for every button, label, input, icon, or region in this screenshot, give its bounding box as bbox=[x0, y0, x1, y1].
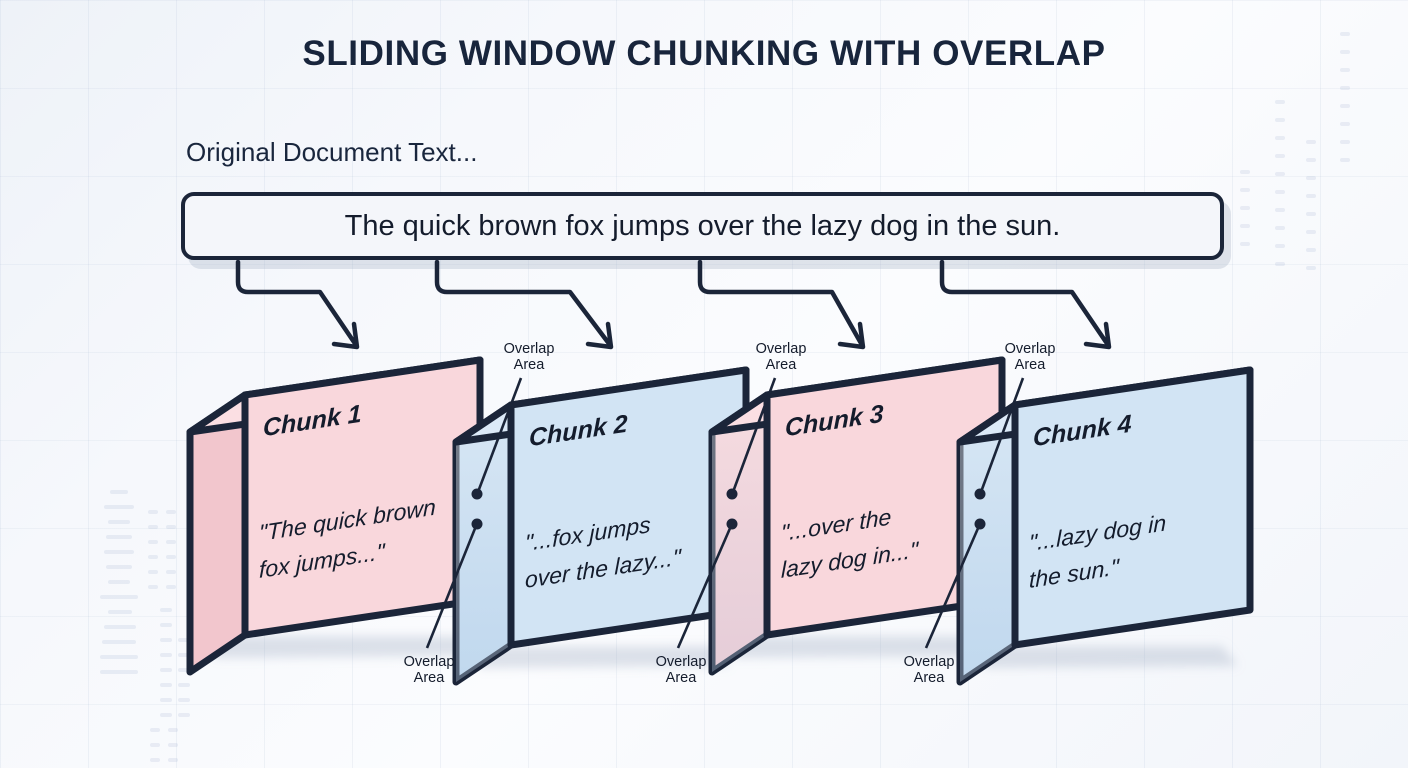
overlap-label-bottom-1: Overlap Area bbox=[403, 654, 455, 686]
chunk-1[interactable]: Chunk 1 "The quick brown fox jumps..." bbox=[186, 356, 484, 676]
overlap-leader-bottom-2 bbox=[676, 525, 733, 649]
overlap-dot-top-1 bbox=[471, 488, 483, 500]
arrowhead-3 bbox=[837, 321, 866, 350]
overlap-label-top-3: Overlap Area bbox=[1004, 341, 1056, 373]
overlap-label-top-1: Overlap Area bbox=[503, 341, 555, 373]
connector-arrow-1 bbox=[235, 259, 359, 348]
overlap-dot-top-3 bbox=[974, 488, 986, 500]
overlap-label-bottom-2: Overlap Area bbox=[655, 654, 707, 686]
chunk-1-front-face bbox=[241, 356, 484, 639]
overlap-leader-bottom-1 bbox=[425, 525, 478, 649]
overlap-dot-bottom-2 bbox=[726, 518, 738, 530]
overlap-label-top-2: Overlap Area bbox=[755, 341, 807, 373]
arrowhead-4 bbox=[1083, 321, 1112, 350]
shadow-4 bbox=[970, 646, 1238, 668]
chunk-1-side-face bbox=[186, 391, 249, 676]
connector-arrows bbox=[235, 259, 1111, 348]
overlap-dot-bottom-3 bbox=[974, 518, 986, 530]
arrowhead-1 bbox=[331, 321, 360, 350]
connector-arrow-2 bbox=[434, 259, 613, 348]
document-text: The quick brown fox jumps over the lazy … bbox=[344, 209, 1061, 242]
chunk-4-front-face bbox=[1011, 366, 1254, 649]
overlap-dot-bottom-1 bbox=[471, 518, 483, 530]
overlap-dot-top-2 bbox=[726, 488, 738, 500]
overlap-leader-top-2 bbox=[731, 377, 777, 493]
original-document-box: The quick brown fox jumps over the lazy … bbox=[181, 192, 1224, 260]
connector-arrowheads bbox=[331, 321, 1112, 350]
arrowhead-2 bbox=[585, 321, 614, 350]
chunk-3[interactable]: Chunk 3 "...over the lazy dog in..." bbox=[708, 356, 1006, 676]
connector-arrow-3 bbox=[697, 259, 865, 348]
document-label: Original Document Text... bbox=[186, 137, 478, 167]
page-title: SLIDING WINDOW CHUNKING WITH OVERLAP bbox=[302, 34, 1106, 73]
connector-arrow-4 bbox=[939, 259, 1111, 348]
chunk-4[interactable]: Chunk 4 "...lazy dog in the sun." bbox=[956, 366, 1254, 686]
chunk-4-overlap-panel bbox=[960, 405, 1015, 682]
shadow-2 bbox=[465, 646, 730, 668]
overlap-leader-bottom-3 bbox=[924, 525, 981, 649]
shadow-1 bbox=[200, 636, 478, 658]
overlap-leader-top-3 bbox=[979, 377, 1025, 493]
shadow-3 bbox=[718, 636, 982, 658]
chunk-2-overlap-panel bbox=[456, 405, 511, 682]
overlap-leaders bbox=[425, 377, 1025, 649]
chunk-2[interactable]: Chunk 2 "...fox jumps over the lazy..." bbox=[452, 366, 750, 686]
box-shadows bbox=[200, 636, 1238, 668]
overlap-label-bottom-3: Overlap Area bbox=[903, 654, 955, 686]
chunk-3-overlap-panel bbox=[712, 395, 767, 672]
overlap-leader-top-1 bbox=[476, 377, 523, 493]
